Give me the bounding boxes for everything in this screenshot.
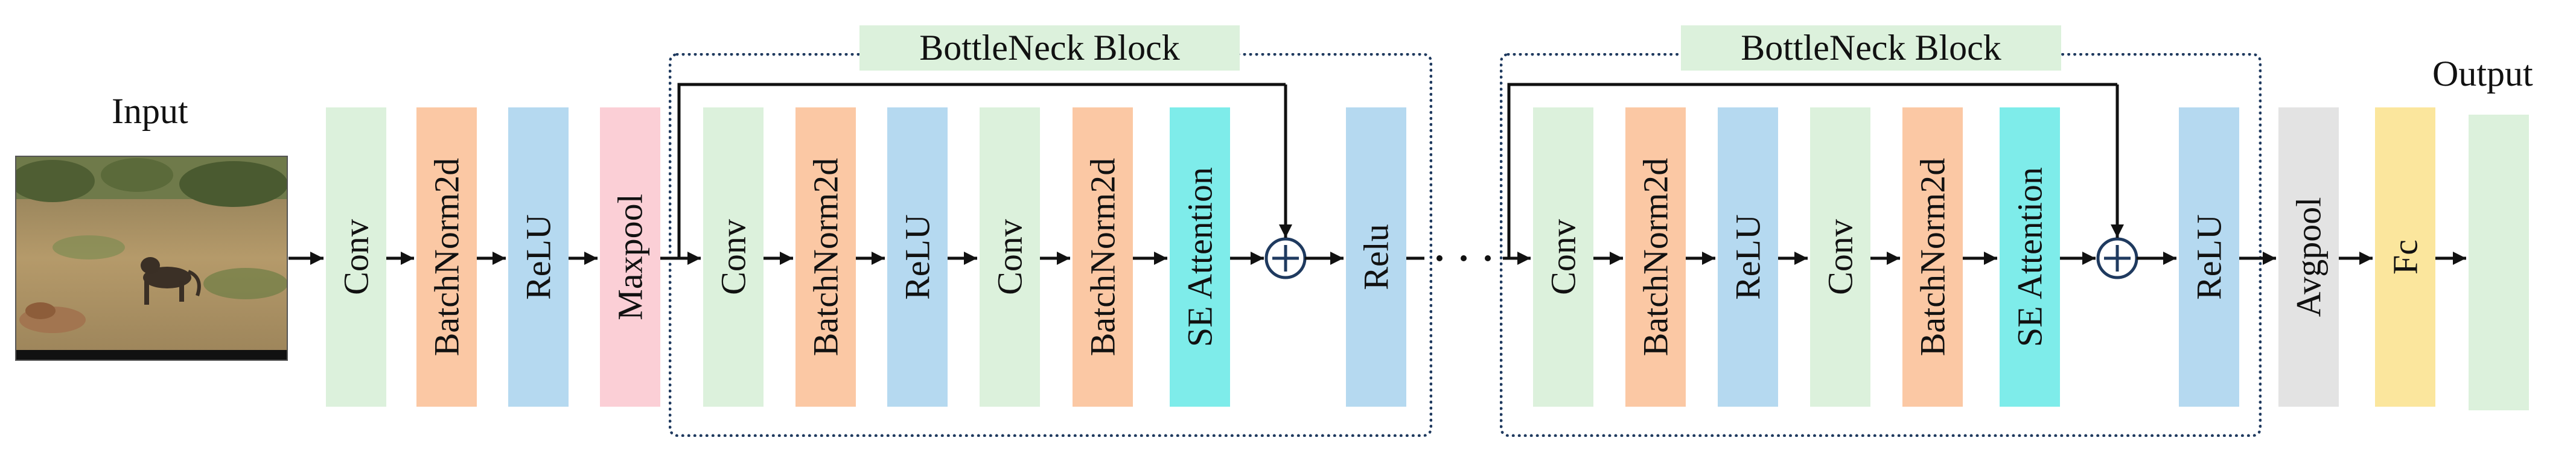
arrow-block-2-2-head xyxy=(1794,252,1808,265)
stem-layer-0: Conv xyxy=(326,107,386,407)
arrow-fc-to-output-head xyxy=(2453,252,2466,265)
ellipsis-dot-0 xyxy=(1436,255,1443,261)
skip-arrow-1-head xyxy=(1279,224,1292,238)
skip-connection-1 xyxy=(677,83,1286,258)
arrow-block-1-to-add-head xyxy=(1251,252,1264,265)
residual-add-1 xyxy=(1264,237,1307,279)
block-2-layer-2: ReLU xyxy=(1718,107,1778,407)
arrow-block-2-4-head xyxy=(1984,252,1997,265)
arrow-stem-0-head xyxy=(401,252,414,265)
ellipsis-dot-2 xyxy=(1485,255,1491,261)
block-1-layer-3: Conv xyxy=(980,107,1040,407)
block-1-layer-4: BatchNorm2d xyxy=(1073,107,1133,407)
block-1-layer-0: Conv xyxy=(703,107,764,407)
arrow-block-1-2-head xyxy=(964,252,977,265)
block-1-layer-1: BatchNorm2d xyxy=(795,107,856,407)
block-1-layer-5: SE Attention xyxy=(1170,107,1230,407)
arrow-block-2-to-post-head xyxy=(2163,252,2176,265)
block-2-layer-5: SE Attention xyxy=(2000,107,2060,407)
block-2-post-relu: ReLU xyxy=(2179,107,2239,407)
block-2-layer-0: Conv xyxy=(1533,107,1593,407)
arrow-block2-to-avgpool-head xyxy=(2263,252,2276,265)
block-2-layer-4: BatchNorm2d xyxy=(1902,107,1963,407)
bottleneck-block-2-title: BottleNeck Block xyxy=(1681,25,2061,71)
skip-connection-2 xyxy=(1507,83,2117,258)
arrow-block-2-to-add-head xyxy=(2082,252,2096,265)
head-layer-1: Fc xyxy=(2375,107,2435,407)
output-box xyxy=(2469,115,2529,410)
arrow-maxpool-to-block1-head xyxy=(687,252,701,265)
input-photo-illustration xyxy=(16,157,287,360)
arrow-stem-2-head xyxy=(584,252,598,265)
stem-layer-2: ReLU xyxy=(508,107,569,407)
arrow-ellipsis-to-block2-head xyxy=(1517,252,1531,265)
residual-add-2 xyxy=(2096,237,2138,279)
arrow-block-1-0-head xyxy=(780,252,793,265)
arrow-block-2-1-head xyxy=(1702,252,1715,265)
arrow-stem-1-head xyxy=(493,252,506,265)
arrow-block-1-4-head xyxy=(1154,252,1167,265)
arrow-input-to-conv-head xyxy=(310,252,324,265)
skip-arrow-2-head xyxy=(2111,224,2124,238)
ellipsis-dot-1 xyxy=(1461,255,1467,261)
stem-layer-1: BatchNorm2d xyxy=(416,107,477,407)
arrow-avgpool-to-fc-head xyxy=(2359,252,2373,265)
input-label: Input xyxy=(112,91,188,131)
stem-layer-3: Maxpool xyxy=(600,107,660,407)
block-2-layer-1: BatchNorm2d xyxy=(1625,107,1686,407)
arrow-block-1-1-head xyxy=(872,252,885,265)
input-image xyxy=(15,156,288,361)
head-layer-0: Avgpool xyxy=(2278,107,2339,407)
bottleneck-block-1-title: BottleNeck Block xyxy=(859,25,1240,71)
block-2-layer-3: Conv xyxy=(1810,107,1870,407)
block-1-post-relu: Relu xyxy=(1346,107,1406,407)
arrow-block-2-0-head xyxy=(1610,252,1623,265)
output-label: Output xyxy=(2432,54,2533,94)
arrow-block-2-3-head xyxy=(1887,252,1900,265)
arrow-block-1-3-head xyxy=(1057,252,1070,265)
block-1-layer-2: ReLU xyxy=(887,107,948,407)
arrow-block-1-to-post-head xyxy=(1330,252,1344,265)
